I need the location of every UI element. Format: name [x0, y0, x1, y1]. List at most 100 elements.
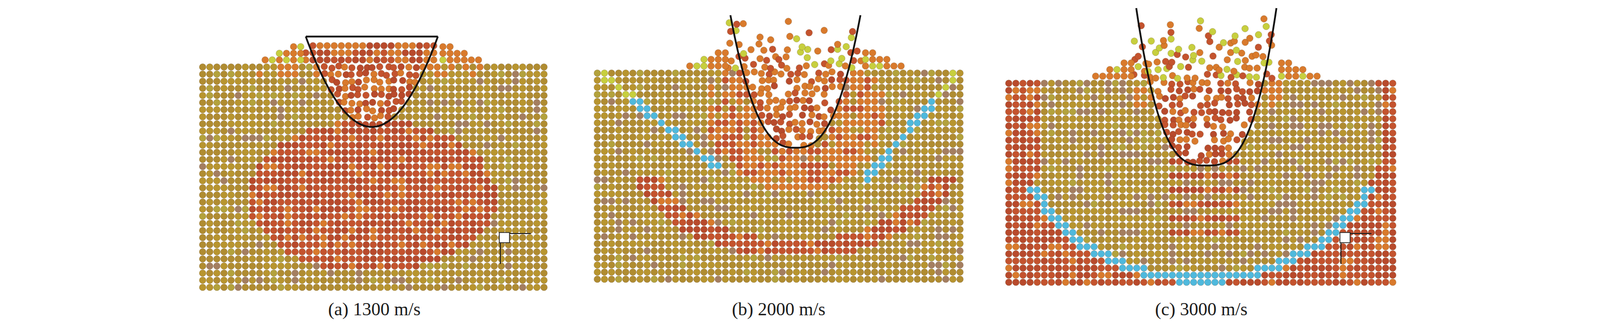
- atom: [248, 212, 256, 220]
- atom: [312, 262, 320, 270]
- atom: [426, 99, 434, 106]
- atom: [277, 198, 284, 206]
- atom: [220, 113, 228, 120]
- atom: [341, 177, 348, 184]
- atom: [206, 262, 213, 270]
- atom: [490, 77, 498, 85]
- atom: [298, 248, 306, 255]
- atom: [356, 100, 364, 108]
- atom: [206, 234, 213, 241]
- atom: [291, 113, 299, 120]
- atom: [540, 262, 548, 270]
- atom: [327, 283, 334, 291]
- atom: [512, 262, 519, 270]
- atom: [526, 63, 533, 71]
- atom: [490, 84, 498, 92]
- atom: [474, 56, 482, 63]
- atom: [519, 212, 526, 220]
- atom: [469, 241, 476, 248]
- atom: [298, 148, 306, 156]
- atom: [362, 234, 370, 241]
- atom: [693, 112, 700, 119]
- atom: [206, 77, 213, 85]
- atom: [672, 76, 679, 84]
- atom: [320, 113, 327, 120]
- atom: [864, 90, 871, 98]
- atom: [355, 184, 363, 191]
- atom: [206, 84, 213, 92]
- atom: [600, 105, 608, 112]
- atom: [337, 49, 345, 56]
- atom: [504, 70, 512, 78]
- atom: [426, 63, 434, 71]
- atom: [476, 198, 484, 206]
- atom: [376, 134, 384, 142]
- atom: [469, 120, 476, 127]
- atom: [291, 141, 299, 149]
- atom: [241, 77, 249, 85]
- atom: [686, 105, 693, 112]
- atom: [540, 113, 548, 120]
- atom: [213, 170, 220, 177]
- atom: [608, 76, 615, 84]
- atom: [241, 283, 249, 291]
- atom: [341, 155, 348, 163]
- atom: [397, 69, 404, 77]
- atom: [512, 212, 519, 220]
- atom: [270, 170, 277, 177]
- atom: [263, 241, 270, 248]
- atom: [347, 71, 355, 78]
- atom: [512, 70, 519, 78]
- atom: [533, 99, 540, 106]
- atom: [369, 212, 377, 220]
- atom: [256, 113, 263, 120]
- atom: [483, 219, 491, 227]
- atom: [448, 262, 455, 270]
- atom: [512, 170, 519, 177]
- atom: [455, 227, 462, 234]
- atom: [433, 283, 441, 291]
- atom: [622, 90, 629, 98]
- atom: [369, 219, 377, 227]
- atom: [433, 91, 441, 99]
- atom: [320, 241, 327, 248]
- atom: [376, 227, 384, 234]
- atom: [771, 82, 778, 89]
- atom: [483, 283, 491, 291]
- atom: [899, 83, 907, 91]
- atom: [234, 134, 242, 142]
- atom: [483, 255, 491, 263]
- atom: [334, 155, 341, 163]
- atom: [220, 255, 228, 263]
- atom: [356, 70, 364, 78]
- atom: [220, 227, 228, 234]
- atom: [398, 205, 405, 213]
- atom: [335, 62, 342, 70]
- atom: [305, 234, 313, 241]
- atom: [504, 276, 512, 284]
- atom: [270, 99, 277, 106]
- atom: [348, 227, 356, 234]
- atom: [426, 184, 434, 191]
- atom: [199, 141, 206, 149]
- atom: [440, 227, 448, 234]
- atom: [270, 141, 277, 149]
- atom: [433, 106, 441, 113]
- atom: [455, 106, 462, 113]
- atom: [433, 227, 441, 234]
- atom: [355, 255, 363, 263]
- atom: [320, 163, 327, 170]
- atom: [384, 212, 391, 220]
- atom: [213, 227, 220, 234]
- atom: [412, 127, 420, 135]
- atom: [305, 63, 313, 71]
- atom: [371, 90, 378, 98]
- atom: [227, 99, 235, 106]
- atom: [241, 120, 249, 127]
- atom: [871, 76, 878, 84]
- atom: [476, 212, 484, 220]
- atom: [490, 234, 498, 241]
- atom: [758, 77, 766, 84]
- atom: [483, 241, 491, 248]
- atom: [440, 63, 448, 71]
